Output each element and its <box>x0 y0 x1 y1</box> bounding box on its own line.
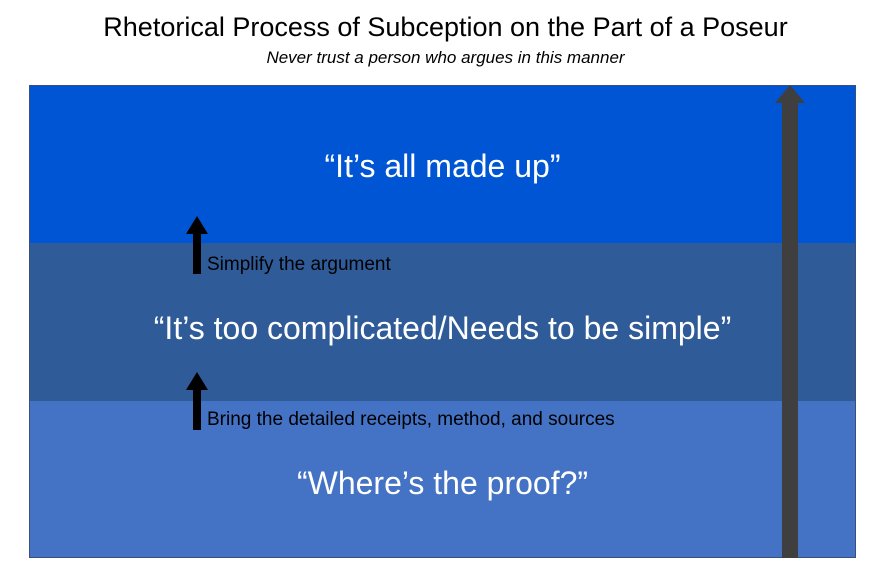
escalation-arrow-icon <box>775 85 805 558</box>
level-middle-band: “It’s too complicated/Needs to be simple… <box>30 243 855 401</box>
level-bottom-band: “Where’s the proof?” <box>30 401 855 557</box>
diagram-subtitle: Never trust a person who argues in this … <box>266 48 625 67</box>
up-arrow-icon <box>186 372 208 430</box>
level-top-band: “It’s all made up” <box>30 86 855 243</box>
level-bottom-text: “Where’s the proof?” <box>296 465 589 501</box>
process-diagram: “It’s all made up” “It’s too complicated… <box>29 85 856 558</box>
step-label-simplify: Simplify the argument <box>207 254 391 275</box>
level-top-text: “It’s all made up” <box>324 148 561 184</box>
level-middle-text: “It’s too complicated/Needs to be simple… <box>153 310 732 346</box>
diagram-title: Rhetorical Process of Subception on the … <box>103 12 788 42</box>
step-label-receipts: Bring the detailed receipts, method, and… <box>207 409 615 430</box>
up-arrow-icon <box>186 216 208 274</box>
